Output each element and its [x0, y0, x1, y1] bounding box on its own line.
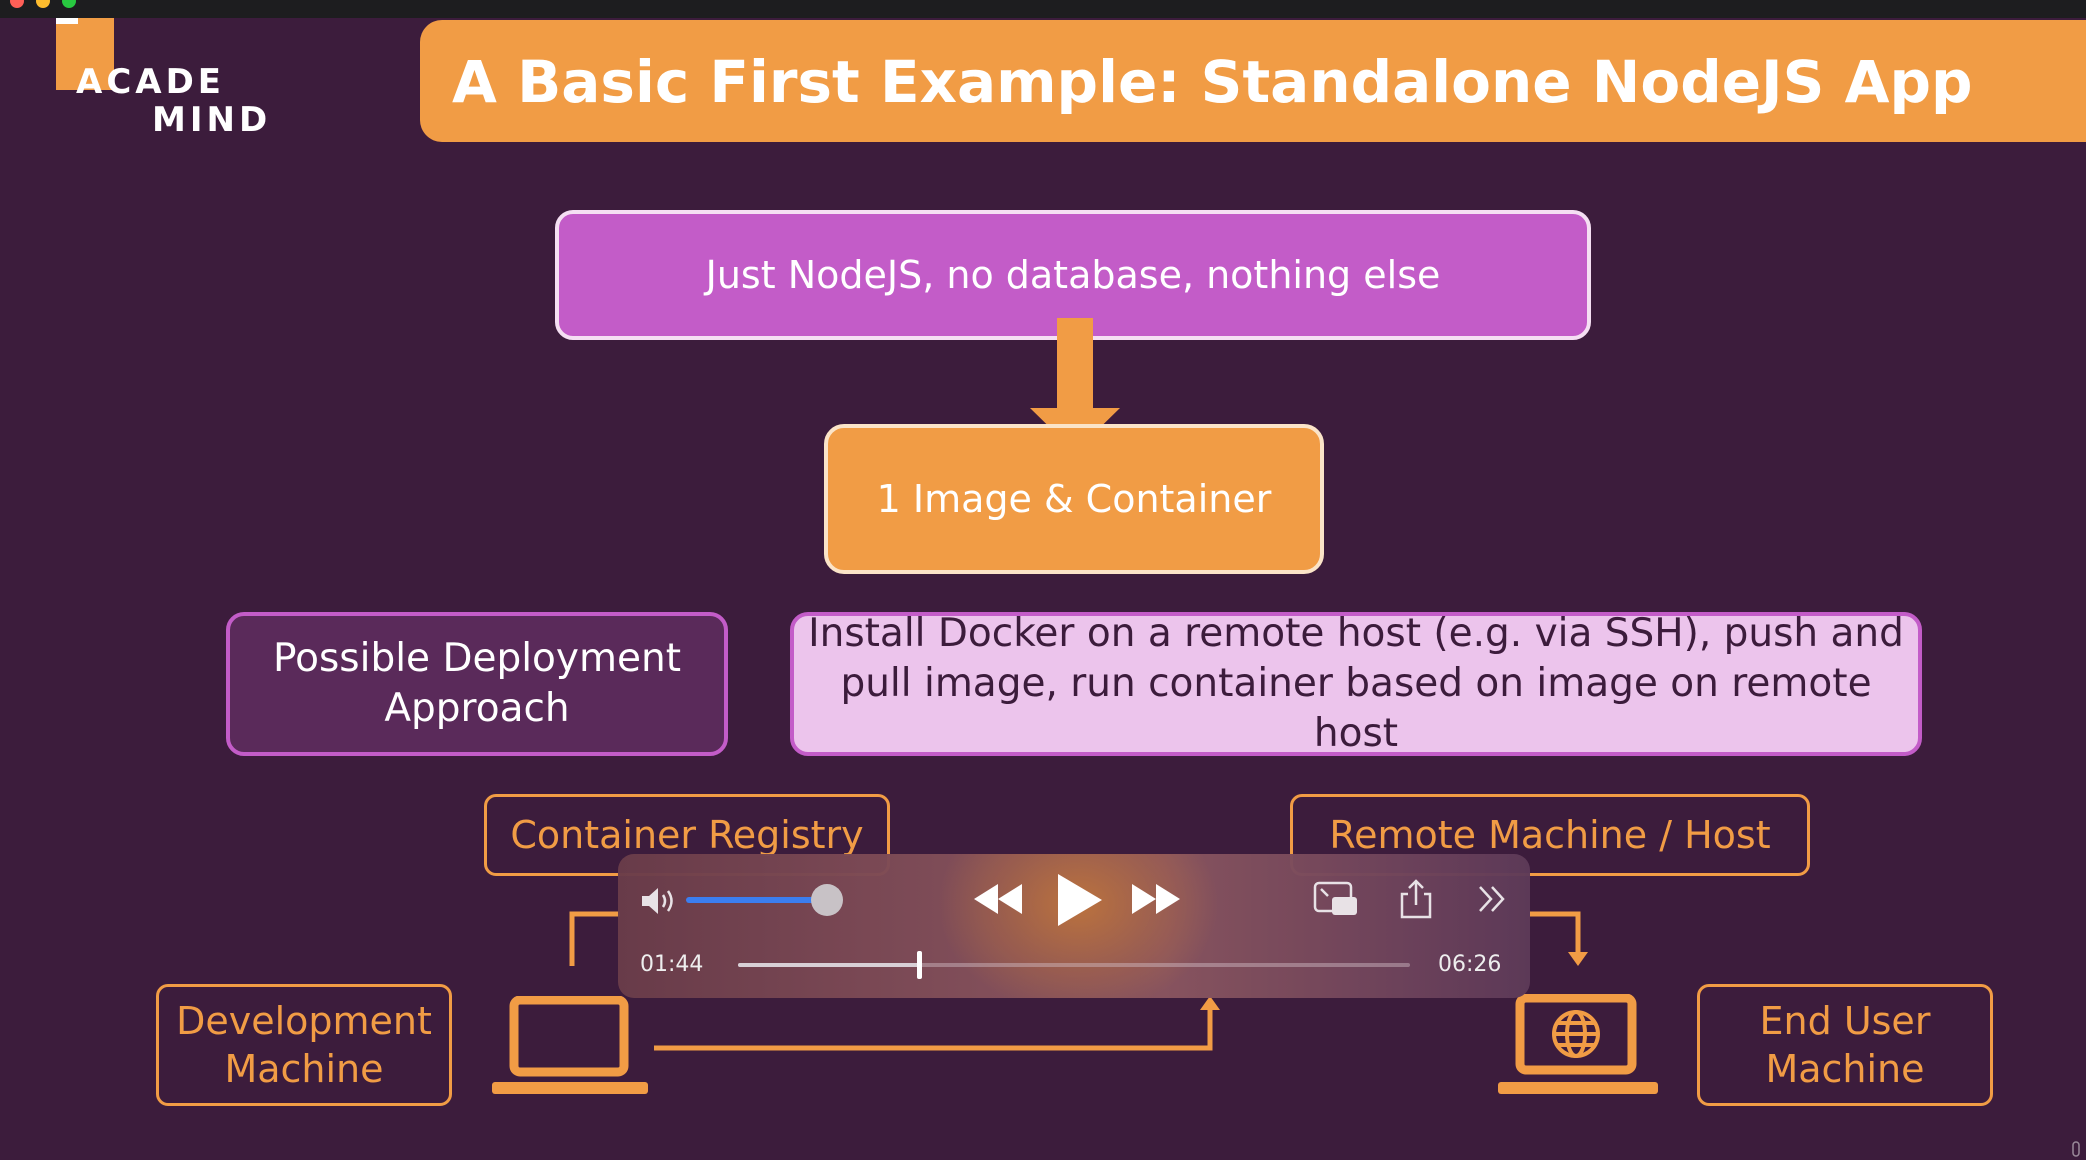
logo-text-line2: MIND	[152, 100, 272, 140]
logo-mark	[56, 18, 114, 90]
playback-scrubber[interactable]	[738, 963, 1410, 967]
laptop-globe-icon	[1498, 994, 1658, 1094]
resize-handle-icon[interactable]	[2070, 1140, 2082, 1158]
connector-dev-to-registry	[569, 911, 620, 966]
globe-icon	[1552, 1010, 1600, 1058]
picture-in-picture-icon[interactable]	[1312, 880, 1360, 918]
total-time: 06:26	[1438, 952, 1502, 977]
logo-accent	[56, 18, 78, 24]
minimize-window-button[interactable]	[36, 0, 50, 8]
slide-title: A Basic First Example: Standalone NodeJS…	[452, 48, 1973, 116]
connector-dev-to-remote	[654, 1010, 1213, 1051]
laptop-icon	[492, 996, 648, 1094]
window-title-bar	[0, 0, 2086, 18]
end-user-machine-label: End User Machine	[1697, 984, 1993, 1106]
logo-text-line1: ACADE	[76, 62, 226, 102]
video-controls-overlay[interactable]	[618, 854, 1530, 998]
share-icon[interactable]	[1396, 878, 1436, 920]
development-machine-label: Development Machine	[156, 984, 452, 1106]
zoom-window-button[interactable]	[62, 0, 76, 8]
image-container-box: 1 Image & Container	[824, 424, 1324, 574]
current-time: 01:44	[640, 952, 704, 977]
close-window-button[interactable]	[10, 0, 24, 8]
play-icon[interactable]	[1050, 872, 1106, 928]
fast-forward-icon[interactable]	[1128, 880, 1184, 918]
volume-slider-knob[interactable]	[811, 884, 844, 916]
playback-progress	[738, 963, 920, 967]
remote-host-label: Remote Machine / Host	[1290, 794, 1810, 876]
rewind-icon[interactable]	[970, 880, 1026, 918]
connector-remote-to-enduser	[1530, 911, 1581, 954]
down-arrow	[1030, 318, 1120, 452]
volume-icon[interactable]	[640, 884, 680, 918]
deployment-approach-box: Possible Deployment Approach	[226, 612, 728, 756]
playback-scrubber-handle[interactable]	[917, 951, 923, 979]
more-icon[interactable]	[1474, 882, 1510, 916]
volume-slider[interactable]	[686, 897, 828, 903]
title-banner	[420, 20, 2086, 142]
install-docker-box: Install Docker on a remote host (e.g. vi…	[790, 611, 1922, 756]
